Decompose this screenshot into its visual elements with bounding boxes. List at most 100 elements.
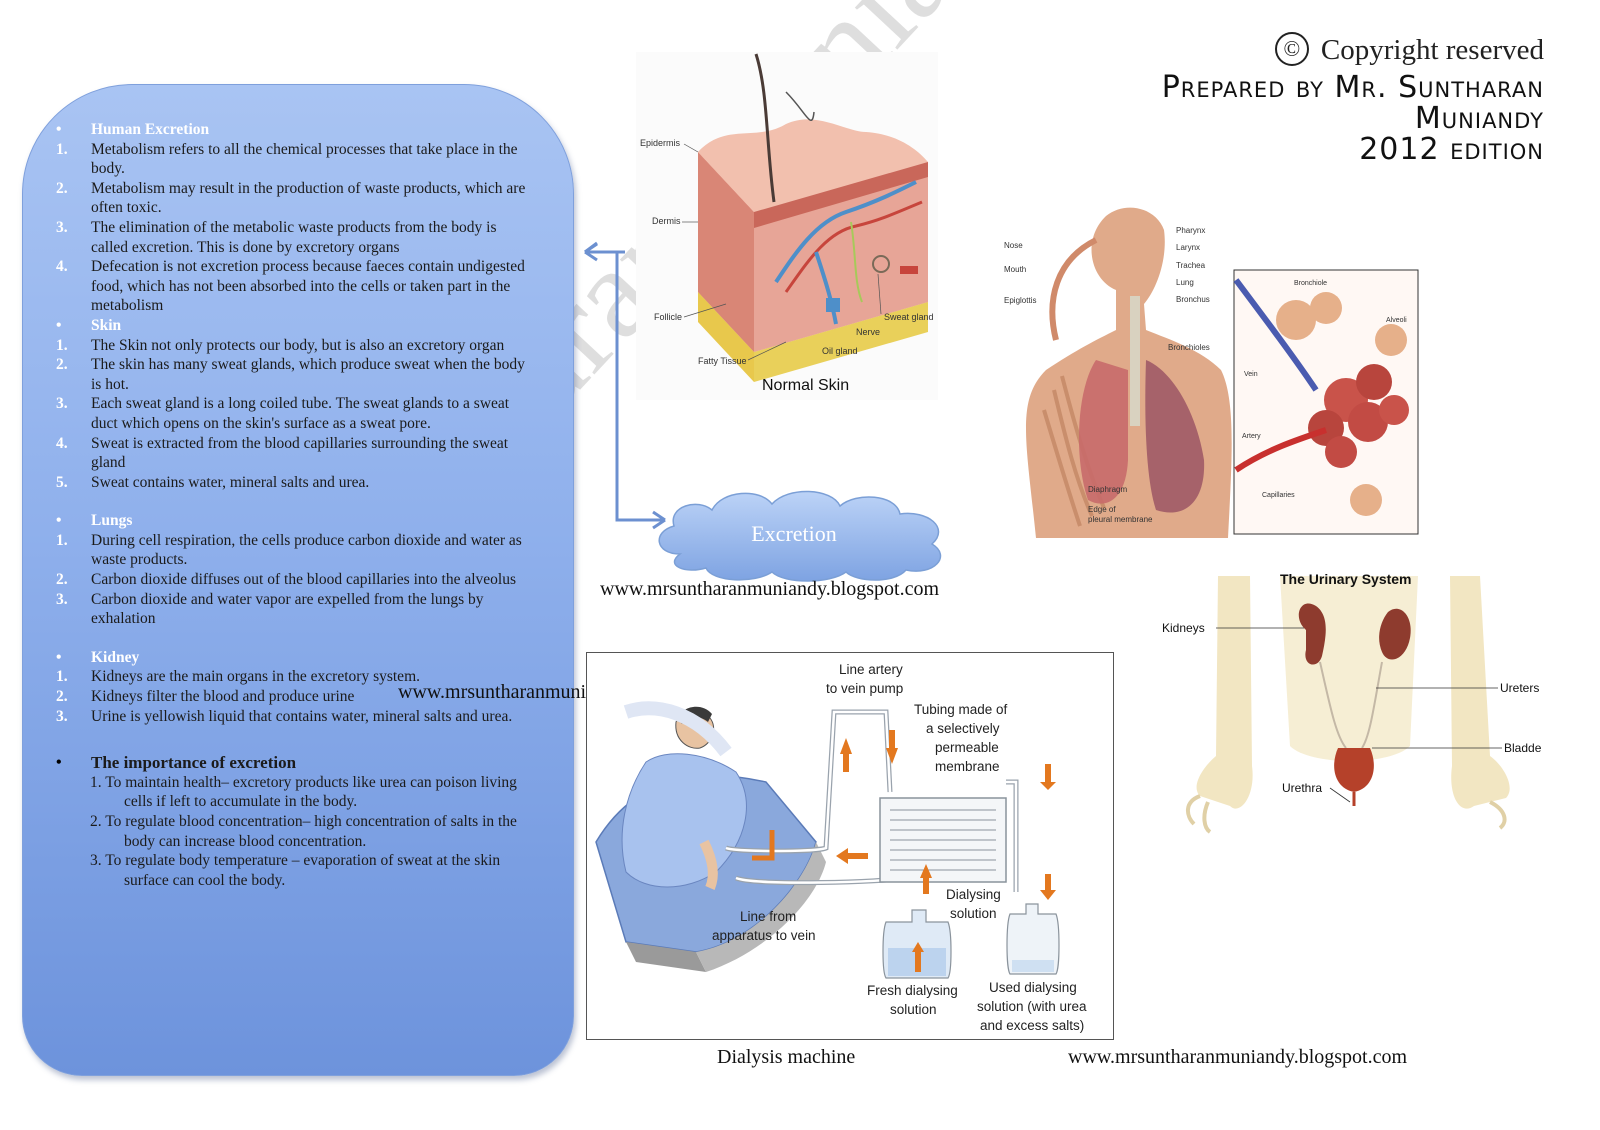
dialysis-label-tubing-1: Tubing made of [914,702,1008,717]
dialysis-label-fresh-1: Fresh dialysing [867,983,958,998]
item-number: 1. [56,336,68,354]
skin-label-nerve: Nerve [856,327,880,337]
resp-label-lung: Lung [1176,278,1194,287]
section-heading-text: Skin [91,316,122,334]
copyright-icon: © [1274,32,1309,66]
item-number: 1. [56,531,68,549]
section-heading: •Kidney [56,648,536,668]
item-number: 2. [56,688,68,706]
item-number: 1. [90,773,106,791]
bullet-icon: • [56,754,62,772]
dialysis-label-pump-2: to vein pump [826,681,903,696]
list-item: 2. The skin has many sweat glands, which … [56,355,536,394]
dialysis-label-used-3: and excess salts) [980,1018,1084,1033]
dialysis-label-dsol-1: Dialysing [946,887,1001,902]
dialysis-label-pump-1: Line artery [839,662,903,677]
item-text: Sweat is extracted from the blood capill… [91,434,509,472]
section-heading: •Lungs [56,511,536,531]
item-number: 2. [56,571,68,589]
bullet-icon: • [56,316,62,334]
double-arrow-connector [584,241,666,530]
notes-section: • Skin 1. The Skin not only protects our bo… [56,316,536,492]
importance-item: 2. To regulate blood concentration– high… [90,812,536,851]
item-number: 5. [56,473,68,491]
importance-heading: •The importance of excretion [56,753,536,773]
item-text: The Skin not only protects our body, but… [91,336,505,354]
skin-label-fatty-tissue: Fatty Tissue [698,356,747,366]
item-text: During cell respiration, the cells produ… [91,531,522,569]
skin-diagram: Epidermis Dermis Follicle Fatty Tissue O… [636,52,938,400]
resp-label-diaphragm: Diaphragm [1088,485,1127,494]
item-number: 2. [56,356,68,374]
item-text: To regulate blood concentration– high co… [105,813,517,850]
skin-label-sweat-gland: Sweat gland [884,312,934,322]
dialysis-label-tubing-3: permeable [935,740,999,755]
section-gap [56,629,536,648]
section-gap [56,726,536,745]
skin-diagram-title: Normal Skin [762,377,849,394]
item-text: To maintain health– excretory products l… [105,773,517,811]
list-item: 1. Metabolism refers to all the chemical … [56,140,536,179]
urinary-label-bladder: Bladde [1504,741,1542,755]
skin-label-follicle: Follicle [654,312,682,322]
urinary-diagram: The Urinary System Kidneys Ureters Bladd… [1160,566,1546,842]
excretion-cloud [658,490,942,582]
inset-label-vein: Vein [1244,371,1258,378]
section-heading-text: Human Excretion [91,121,210,138]
urinary-label-ureters: Ureters [1500,681,1539,695]
resp-label-edge: Edge of [1088,505,1116,514]
list-item: 4. Sweat is extracted from the blood capi… [56,434,536,473]
item-text: To regulate body temperature – evaporati… [105,852,501,889]
urinary-label-urethra: Urethra [1282,781,1322,795]
urinary-label-kidneys: Kidneys [1162,621,1205,635]
item-text: Metabolism refers to all the chemical pr… [91,140,518,178]
skin-label-dermis: Dermis [652,216,681,226]
list-item: 3. Urine is yellowish liquid that contain… [56,707,536,727]
item-number: 3. [56,395,68,413]
inset-label-artery: Artery [1242,433,1261,440]
item-number: 4. [56,434,68,452]
notes-panel [22,84,574,1076]
item-text: Defecation is not excretion process beca… [91,258,525,315]
item-text: Kidneys are the main organs in the excre… [91,668,420,686]
dialysis-label-tubing-4: membrane [935,759,1000,774]
inset-label-bronchiole: Bronchiole [1294,280,1327,287]
section-heading: •Human Excretion [56,120,536,140]
dialysis-label-used-1: Used dialysing [989,980,1077,995]
item-number: 2. [90,813,106,830]
item-number: 3. [56,218,68,236]
dialysis-diagram: Line artery to vein pump Tubing made of … [586,652,1114,1040]
section-heading-text: Kidney [91,648,140,666]
list-item: 5.Sweat contains water, mineral salts an… [56,473,536,493]
item-text: Metabolism may result in the production … [91,179,526,217]
dialysis-label-line-2: apparatus to vein [712,928,816,943]
item-text: The elimination of the metabolic waste p… [91,218,497,256]
dialysis-label-tubing-2: a selectively [926,721,1000,736]
resp-label-mouth: Mouth [1004,265,1026,274]
inset-label-capillaries: Capillaries [1262,492,1295,499]
bullet-icon: • [56,512,62,530]
cloud-label: Excretion [751,521,837,546]
list-item: 3.Carbon dioxide and water vapor are exp… [56,590,536,629]
inset-label-alveoli: Alveoli [1386,317,1407,324]
item-number: 1. [56,140,68,158]
list-item: 2. Kidneys filter the blood and produce u… [56,687,536,707]
urinary-title: The Urinary System [1280,571,1412,587]
list-item: 3. The elimination of the metabolic waste… [56,218,536,257]
item-text: Carbon dioxide diffuses out of the blood… [91,571,517,589]
item-number: 4. [56,258,68,276]
item-text: The skin has many sweat glands, which pr… [91,356,525,393]
item-number: 3. [56,707,68,725]
resp-label-bronchus: Bronchus [1176,295,1210,304]
importance-item: 1. To maintain health– excretory product… [90,773,536,812]
item-text: Urine is yellowish liquid that contains … [91,707,513,725]
item-text: Kidneys filter the blood and produce uri… [91,688,355,706]
item-number: 2. [56,179,68,197]
dialysis-label-dsol-2: solution [950,906,997,921]
item-number: 3. [90,852,106,870]
resp-label-bronchioles: Bronchioles [1168,343,1210,352]
resp-label-pleural: pleural membrane [1088,515,1153,524]
